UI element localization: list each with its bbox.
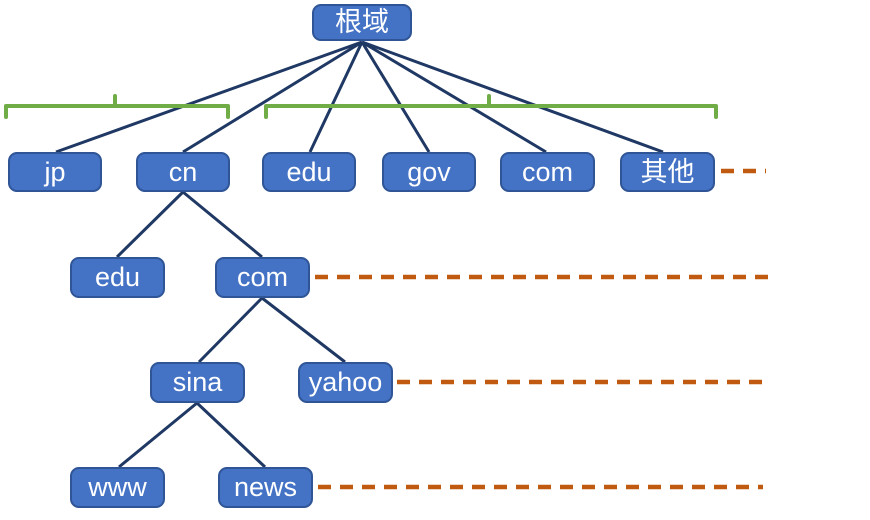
edge-com-yahoo xyxy=(261,296,346,364)
edge-root-cn xyxy=(182,40,363,154)
node-tld-cn: cn xyxy=(136,152,230,192)
node-root-domain: 根域 xyxy=(312,4,412,41)
edge-sina-news xyxy=(195,401,267,469)
node-cn-edu: edu xyxy=(70,257,165,298)
edge-com-sina xyxy=(197,296,264,364)
edge-root-jp xyxy=(55,40,363,154)
edge-cn-com xyxy=(182,190,263,259)
bracket-left-group xyxy=(4,104,230,119)
node-sina: sina xyxy=(150,362,245,403)
node-tld-com: com xyxy=(500,152,595,192)
edge-sina-www xyxy=(118,401,198,469)
node-tld-jp: jp xyxy=(8,152,102,192)
node-yahoo: yahoo xyxy=(298,362,393,403)
node-tld-gov: gov xyxy=(382,152,476,192)
node-cn-com: com xyxy=(215,257,310,298)
node-tld-edu: edu xyxy=(262,152,356,192)
edge-cn-edu xyxy=(115,190,185,259)
edge-root-others xyxy=(361,40,664,154)
node-www: www xyxy=(70,467,165,508)
edge-root-edu xyxy=(308,41,364,153)
edge-root-gov xyxy=(360,41,431,153)
node-news: news xyxy=(218,467,313,508)
bracket-right-group xyxy=(264,104,718,119)
node-tld-others: 其他 xyxy=(620,152,715,192)
edge-root-com xyxy=(361,40,547,154)
